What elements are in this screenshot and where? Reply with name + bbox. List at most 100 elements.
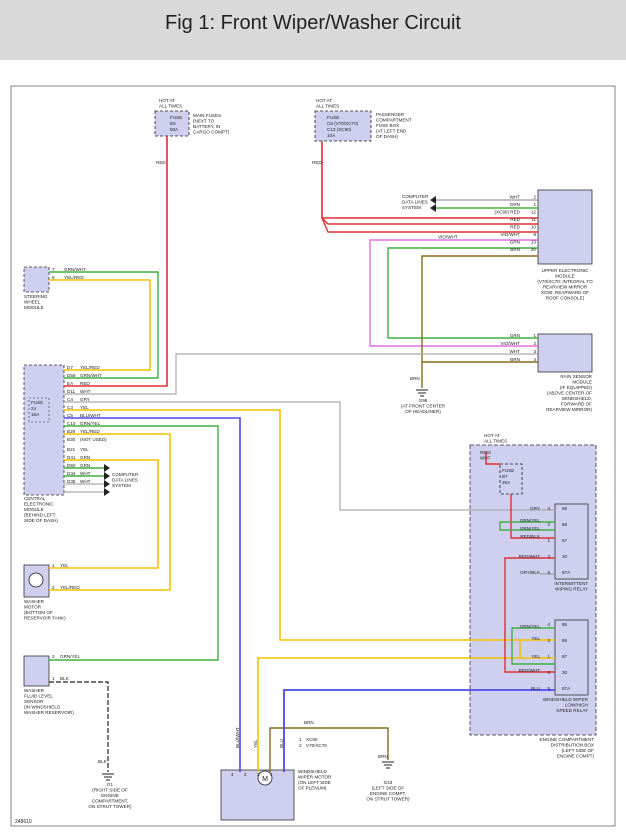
label-red-pass: RED: [312, 160, 322, 165]
wiper-motor-label-0: WINDSHIELD: [298, 769, 328, 774]
cem-wire-14: WHT: [80, 479, 91, 484]
wire-grn-yel-int1: [499, 521, 555, 531]
g43-label-3: ON STRUT TOWER): [366, 797, 410, 802]
uem-pin-7: 20: [531, 247, 537, 252]
opt-marker-1: 2: [299, 743, 302, 748]
computer-data-cem-1: DATA LINES: [112, 478, 138, 483]
rain-label-4: WINDSHIELD,: [562, 396, 592, 401]
wire-grn-rain: [387, 247, 538, 339]
int-relay-label-1: WIPING RELAY: [555, 587, 588, 592]
spd-wire-3: RED/WHT: [519, 668, 541, 673]
dist-box-label-3: ENGINE COMPT): [557, 754, 594, 759]
pass-fuse-note-1: COMPARTMENT: [376, 118, 412, 123]
int-term-2: 1: [547, 538, 550, 543]
swm-pin-0: 7: [52, 267, 55, 272]
motor-pin-1: 2: [244, 772, 247, 777]
level-sensor-label-3: (IN WINDSHIELD: [24, 705, 61, 710]
spd-term-3: 3: [547, 670, 550, 675]
hot-pass-0: HOT AT: [316, 98, 332, 103]
cem-wire-0: YEL/RED: [80, 365, 100, 370]
vio-wht-left: VIO/WHT: [438, 235, 458, 240]
main-fuse-text-0: FUSE: [170, 115, 182, 120]
cem-wire-5: YEL: [80, 405, 89, 410]
intermittent-wiping-relay: [554, 503, 589, 580]
cem-pin-13: D34: [67, 471, 76, 476]
cem-wire-7: GRN/YEL: [80, 421, 101, 426]
cem-label-3: (BEHIND LEFT: [24, 513, 56, 518]
cem-pin-9: B30: [67, 437, 76, 442]
pass-fuse-text-1: C6 (V70/XC70): [327, 121, 359, 126]
computer-data-upper-1: DATA LINES: [402, 200, 428, 205]
wire-red-wht-dist: [485, 452, 500, 465]
level-sensor-label-2: SENSOR: [24, 699, 44, 704]
g1-label-0: G1: [107, 782, 114, 787]
windshield-wiper-motor: [220, 769, 295, 821]
pass-fuse-note-0: PASSENGER: [376, 112, 405, 117]
cem-pin-8: B29: [67, 429, 76, 434]
wiper-speed-relay: [554, 619, 589, 696]
wire-brn-uem: [421, 255, 538, 388]
pass-fuse-text-2: C13 (XC90): [327, 127, 352, 132]
g1-label-4: ON STRUT TOWER): [88, 804, 132, 809]
wire-red-uem-2: [321, 217, 538, 225]
washer-fluid-level-sensor: [23, 655, 50, 687]
cem-wire-3: WHT: [80, 389, 91, 394]
washer-motor-label-3: RESERVOIR TANK): [24, 616, 66, 621]
passenger-fuse-box: [314, 110, 372, 142]
brn-g98: BRN: [410, 376, 420, 381]
motor-option-0: XC90: [306, 737, 318, 742]
cem-wire-9: (NOT USED): [80, 437, 107, 442]
spd-pin-2: 87: [562, 654, 568, 659]
cem-fuse-1: 24: [31, 406, 37, 411]
cem-pin-2: EA: [67, 381, 74, 386]
spd-term-1: 2: [547, 638, 550, 643]
washer-motor-label-0: WASHER: [24, 599, 45, 604]
level-sensor-label-4: WASHER RESERVOIR): [24, 710, 74, 715]
motor-wire-blu: BLU: [279, 739, 284, 748]
g43-label-1: (LEFT SIDE OF: [372, 786, 405, 791]
rain-pin-1: 2: [533, 341, 536, 346]
rain-wire-3: BRN: [510, 357, 520, 362]
computer-data-cem-2: SYSTEM: [112, 483, 131, 488]
wire-blk: [49, 681, 109, 772]
spd-relay-label-0: WINDSHIELD WIPER: [543, 697, 589, 702]
hot-pass-1: ALL TIMES: [316, 104, 339, 109]
int-wire-3: RED/BLK: [520, 534, 541, 539]
cem-wire-1: GRN/WHT: [80, 373, 102, 378]
wire-wht-rain: [64, 353, 538, 395]
ls-wire-1: BLK: [60, 676, 70, 681]
ground-g1: [102, 773, 114, 781]
upper-module-label-5: ROOF CONSOLE): [546, 296, 585, 301]
motor-wire-yel: YEL: [253, 739, 258, 748]
arrow-data-lines-upper: [430, 196, 436, 204]
motor-wire-bluwht: BLU/WHT: [235, 727, 240, 748]
arrow-data-lines-cem-3: [104, 480, 110, 488]
hot-main-1: ALL TIMES: [159, 104, 182, 109]
hot-dist-1: ALL TIMES: [484, 439, 507, 444]
int-wire-5: GRY/BLK: [520, 570, 541, 575]
spd-relay-label-2: SPEED RELAY: [556, 708, 588, 713]
spd-wire-1: YEL: [531, 636, 540, 641]
cem-label-0: CENTRAL: [24, 496, 46, 501]
wire-blu-wht: [64, 417, 241, 772]
rain-label-0: RAIN SENSOR: [560, 374, 592, 379]
pass-fuse-note-2: FUSE BOX: [376, 123, 399, 128]
washer-motor-label-2: (BOTTOM OF: [24, 610, 53, 615]
motor-pin-0: 4: [231, 772, 234, 777]
steering-label-2: MODULE: [24, 305, 44, 310]
uem-wire-1: GRN: [510, 202, 520, 207]
wire-grn-wht-swm: [49, 271, 159, 379]
cem-wire-11: GRN: [80, 455, 90, 460]
motor-pin-3: 1: [270, 772, 273, 777]
wire-yel-red-swm: [49, 279, 151, 371]
cem-label-2: MODULE: [24, 507, 44, 512]
blk-label: BLK: [98, 759, 108, 764]
dist-box-label-0: ENGINE COMPARTMENT: [540, 737, 595, 742]
motor-option-1: V70/XC70: [306, 743, 327, 748]
wire-yel-motor: [257, 657, 555, 772]
wire-blu-motor: [283, 689, 555, 772]
int-pin-0: 85: [562, 506, 568, 511]
rain-label-6: REARVIEW MIRROR): [546, 407, 592, 412]
pass-fuse-text-3: 10A: [327, 133, 336, 138]
computer-data-upper-0: COMPUTER: [402, 194, 429, 199]
